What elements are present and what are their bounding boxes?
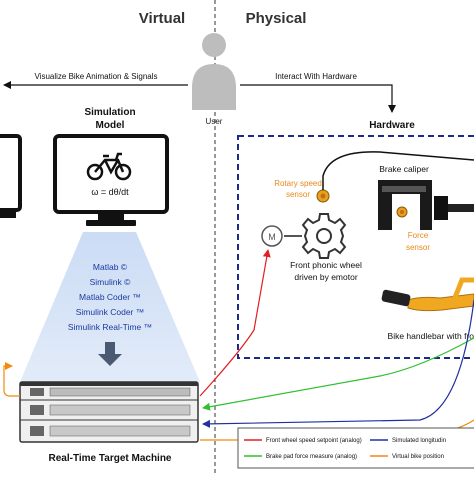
hardware-box xyxy=(237,135,474,359)
left-monitor xyxy=(0,134,22,218)
force-sensor-label-1: Force xyxy=(408,231,429,240)
software-matlab: Matlab © xyxy=(93,262,128,272)
legend-label-1: Simulated longitudin xyxy=(392,438,446,444)
force-sensor-icon xyxy=(396,206,408,218)
simulation-title-line1: Simulation xyxy=(84,107,135,118)
software-matlab-coder: Matlab Coder ™ xyxy=(79,292,141,302)
phonic-wheel-gear-icon xyxy=(301,213,347,259)
deployment-cone xyxy=(20,232,200,382)
deploy-down-arrow xyxy=(98,342,122,366)
emotor-icon: M xyxy=(261,225,283,247)
force-sensor-label-2: sensor xyxy=(406,243,430,252)
rotary-sensor-label-1: Rotary speed xyxy=(274,179,322,188)
brake-force-signal xyxy=(202,337,474,411)
visualize-arrow-label: Visualize Bike Animation & Signals xyxy=(34,72,157,81)
target-machine-label: Real-Time Target Machine xyxy=(49,453,172,464)
brake-caliper-label: Brake caliper xyxy=(379,164,429,174)
software-simulink: Simulink © xyxy=(90,277,131,287)
virtual-heading: Virtual xyxy=(139,10,185,27)
bike-handlebar-icon xyxy=(381,277,474,312)
simulation-title-line2: Model xyxy=(96,120,125,131)
rotary-sensor-label-2: sensor xyxy=(286,190,310,199)
interact-arrow-label: Interact With Hardware xyxy=(275,72,357,81)
speed-setpoint-signal xyxy=(199,249,271,397)
legend: Front wheel speed setpoint (analog) Simu… xyxy=(237,427,474,469)
physical-heading: Physical xyxy=(246,10,307,27)
phonic-wheel-label-2: driven by emotor xyxy=(294,272,357,282)
legend-label-0: Front wheel speed setpoint (analog) xyxy=(266,438,362,444)
sensor-cable xyxy=(322,151,474,190)
user-label: User xyxy=(206,117,223,126)
software-simulink-coder: Simulink Coder ™ xyxy=(76,307,145,317)
motor-symbol: M xyxy=(268,232,276,242)
simulated-longitudinal-signal xyxy=(202,299,474,428)
phonic-wheel-label-1: Front phonic wheel xyxy=(290,260,362,270)
user-icon xyxy=(192,33,236,110)
legend-label-2: Brake pad force measure (analog) xyxy=(266,454,357,460)
virtual-position-signal xyxy=(3,362,20,397)
hardware-title: Hardware xyxy=(369,120,415,131)
omega-equation: ω = dθ/dt xyxy=(91,187,129,197)
interact-arrow xyxy=(240,84,396,113)
simulation-monitor xyxy=(53,134,169,226)
bike-icon xyxy=(86,152,132,181)
rotary-sensor-icon xyxy=(316,189,330,203)
target-machine-rack xyxy=(19,381,199,443)
brake-caliper-icon xyxy=(378,180,474,230)
legend-label-3: Virtual bike position xyxy=(392,454,444,460)
software-simulink-real-time: Simulink Real-Time ™ xyxy=(68,322,152,332)
handlebar-label: Bike handlebar with fro xyxy=(388,331,474,341)
